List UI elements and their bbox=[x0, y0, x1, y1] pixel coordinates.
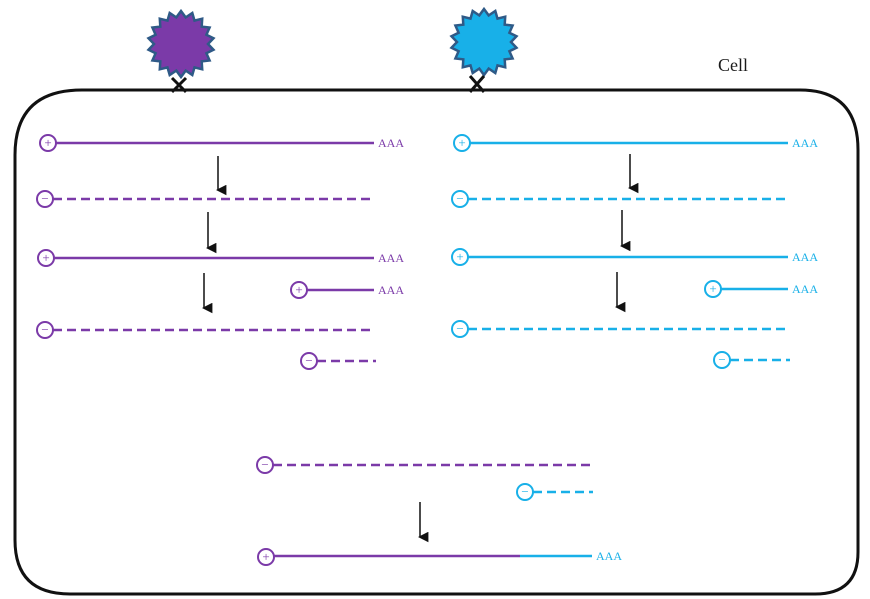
cyan-negative-strand-1: − bbox=[451, 190, 788, 208]
negative-sign: − bbox=[41, 191, 48, 206]
purple-negative-strand-1: − bbox=[36, 190, 374, 208]
cyan-positive-strand-short: + AAA bbox=[704, 280, 818, 298]
purple-attachment-mark bbox=[170, 76, 188, 94]
cell-label: Cell bbox=[718, 55, 748, 75]
negative-sign: − bbox=[305, 353, 312, 368]
positive-sign: + bbox=[295, 282, 302, 297]
cyan-negative-strand-2: − bbox=[451, 320, 788, 338]
recombination-panel: − − + AAA bbox=[256, 456, 622, 566]
positive-sign: + bbox=[262, 549, 269, 564]
purple-virus-icon bbox=[146, 8, 216, 94]
poly-a-label: AAA bbox=[596, 549, 622, 563]
purple-replication-panel: + AAA − + AAA + AAA − bbox=[36, 134, 404, 370]
positive-sign: + bbox=[44, 135, 51, 150]
positive-sign: + bbox=[42, 250, 49, 265]
poly-a-label: AAA bbox=[792, 250, 818, 264]
poly-a-label: AAA bbox=[792, 282, 818, 296]
negative-sign: − bbox=[456, 321, 463, 336]
poly-a-label: AAA bbox=[378, 251, 404, 265]
cyan-replication-panel: + AAA − + AAA + AAA − bbox=[451, 134, 818, 369]
poly-a-label: AAA bbox=[378, 283, 404, 297]
cyan-positive-strand-2: + AAA bbox=[451, 248, 818, 266]
cyan-negative-template-strand: − bbox=[516, 483, 593, 501]
purple-positive-strand-1: + AAA bbox=[39, 134, 404, 152]
poly-a-label: AAA bbox=[792, 136, 818, 150]
purple-negative-strand-2: − bbox=[36, 321, 374, 339]
purple-positive-strand-short: + AAA bbox=[290, 281, 404, 299]
positive-sign: + bbox=[458, 135, 465, 150]
negative-sign: − bbox=[261, 457, 268, 472]
positive-sign: + bbox=[709, 281, 716, 296]
purple-negative-strand-short: − bbox=[300, 352, 376, 370]
poly-a-label: AAA bbox=[378, 136, 404, 150]
cell-membrane bbox=[13, 88, 860, 596]
cyan-negative-strand-short: − bbox=[713, 351, 790, 369]
purple-positive-strand-2: + AAA bbox=[37, 249, 404, 267]
positive-sign: + bbox=[456, 249, 463, 264]
cyan-positive-strand-1: + AAA bbox=[453, 134, 818, 152]
negative-sign: − bbox=[718, 352, 725, 367]
recombinant-positive-strand: + AAA bbox=[257, 548, 622, 566]
negative-sign: − bbox=[41, 322, 48, 337]
cyan-attachment-mark bbox=[468, 75, 486, 93]
cyan-virus-icon bbox=[449, 6, 519, 93]
purple-negative-template-strand: − bbox=[256, 456, 592, 474]
negative-sign: − bbox=[521, 484, 528, 499]
negative-sign: − bbox=[456, 191, 463, 206]
